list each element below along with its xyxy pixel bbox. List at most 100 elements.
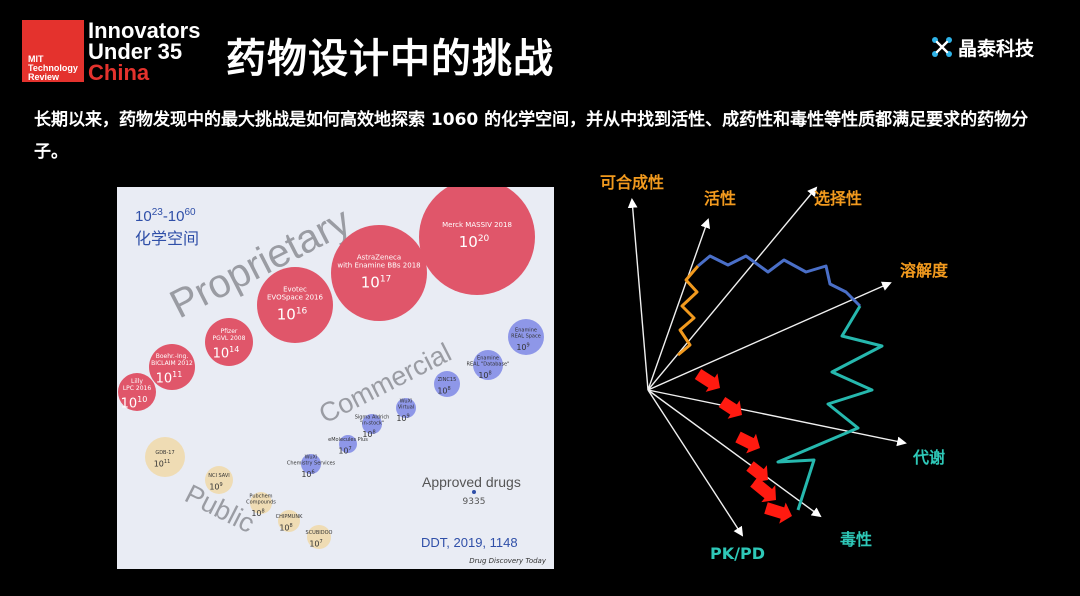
- bubble-value: 107: [338, 446, 351, 455]
- approved-drugs-dot: [472, 490, 476, 494]
- page-title: 药物设计中的挑战: [226, 36, 554, 82]
- bubble-label: Boehr.-Ing.: [156, 353, 189, 360]
- bubble-proprietary: Merck MASSIV 2018 1020: [419, 187, 535, 295]
- bubble-label: SCUBIDOO: [306, 530, 333, 536]
- bubble-public: SCUBIDOO 107: [306, 525, 333, 549]
- bubble-label: with Enamine BBs 2018: [337, 262, 420, 270]
- bubble-circle: [205, 318, 253, 366]
- brand-name: 晶泰科技: [958, 38, 1035, 60]
- svg-text:1023-1060: 1023-1060: [135, 207, 196, 225]
- logo-mit-line: MIT: [28, 54, 44, 64]
- radar-axis-label: 溶解度: [900, 261, 949, 280]
- logo-mit-line: Technology: [28, 63, 78, 73]
- bubble-label: Merck MASSIV 2018: [442, 221, 512, 229]
- bubble-value: 108: [279, 523, 292, 532]
- bubble-value: 109: [209, 482, 222, 491]
- radar-axis-label: 活性: [704, 189, 736, 208]
- property-optimization-diagram: 可合成性活性选择性溶解度代谢毒性PK/PD: [600, 173, 949, 563]
- bubble-value: 108: [437, 386, 450, 395]
- bubble-circle: [339, 435, 357, 453]
- logo-line: Under 35: [88, 39, 183, 64]
- logo-mit-line: Review: [28, 72, 60, 82]
- bubble-label: WuXi: [400, 399, 413, 405]
- bubble-value: 1011: [156, 370, 183, 386]
- bubble-circle: [508, 319, 544, 355]
- approved-drugs-label: Approved drugs: [422, 474, 521, 490]
- bubble-label: Lilly: [131, 378, 143, 385]
- citation: DDT, 2019, 1148: [421, 535, 518, 550]
- bubble-label: Chemistry Services: [287, 461, 336, 467]
- innovators-logo-text: Innovators Under 35 China: [88, 18, 201, 85]
- range-base: 10: [135, 208, 152, 225]
- bubble-circle: [145, 437, 185, 477]
- radar-axis-arrow: [647, 186, 818, 391]
- xtalpi-logo-icon: [932, 37, 952, 57]
- red-step-arrow: [735, 431, 760, 454]
- bubble-value: 106: [301, 470, 314, 479]
- bubble-label: GDB-17: [155, 450, 174, 456]
- radar-axis-label: 毒性: [840, 530, 872, 549]
- red-step-arrow: [694, 368, 720, 392]
- bubble-label: Pubchem: [249, 494, 272, 500]
- bubble-circle: [396, 398, 416, 418]
- bubble-value: 109: [396, 414, 409, 423]
- bubble-label: eMolecules Plus: [328, 437, 368, 443]
- bubble-label: ZINC15: [438, 377, 457, 383]
- bubble-value: 108: [478, 371, 491, 380]
- bubble-label: BICLAIM 2012: [151, 360, 193, 367]
- red-step-arrow: [764, 502, 792, 524]
- radar-axis-arrow: [647, 389, 822, 518]
- bubble-value: 1014: [213, 345, 240, 361]
- bubble-label: Virtual: [398, 405, 414, 411]
- range-label: 化学空间: [135, 229, 199, 248]
- bubble-label: REAL "Database": [467, 362, 510, 368]
- bubble-circle: [278, 510, 300, 532]
- logo-china: China: [88, 60, 150, 85]
- bubble-circle: [331, 225, 427, 321]
- bubble-public: CHIPMUNK 108: [276, 510, 303, 532]
- bubble-proprietary: Boehr.-Ing.BICLAIM 2012 1011: [149, 344, 195, 390]
- bubble-value: 1020: [459, 233, 490, 251]
- bubble-value: 109: [516, 343, 529, 352]
- range-exp: 23: [152, 207, 164, 218]
- chemical-space-figure: 1023-1060 化学空间 Proprietary Commercial Pu…: [117, 187, 554, 569]
- bubble-label: Sigma Aldrich: [355, 415, 390, 421]
- bubble-circle: [301, 454, 321, 474]
- bubble-public: NCI SAVI 109: [205, 466, 233, 494]
- logo-line: Innovators: [88, 18, 201, 43]
- radar-axis-arrow: [647, 389, 907, 447]
- bubble-circle: [419, 187, 535, 295]
- radar-axis-arrow: [627, 198, 649, 391]
- range-exp: 60: [185, 207, 197, 218]
- bubble-circle: [257, 267, 333, 343]
- radar-axis-label: 可合成性: [600, 173, 664, 192]
- approved-drugs-value: 9335: [463, 497, 486, 507]
- bubble-label: Pfizer: [221, 328, 238, 335]
- bubble-value: 107: [309, 539, 322, 548]
- orange-optimization-path: [677, 265, 700, 357]
- bubble-circle: [362, 414, 382, 434]
- bubble-label: AstraZeneca: [357, 254, 401, 262]
- bubble-commercial: eMolecules Plus 107: [328, 435, 368, 455]
- bubble-label: Evotec: [283, 286, 307, 294]
- bubble-label: LPC 2016: [123, 385, 152, 392]
- bubble-label: CHIPMUNK: [276, 514, 303, 520]
- bubble-label: Enamine: [477, 356, 499, 362]
- bubble-circle: [205, 466, 233, 494]
- mit-technology-review-logo: MIT Technology Review: [22, 20, 84, 82]
- bubble-commercial: Sigma Aldrich"in-stock"108: [355, 414, 390, 439]
- red-step-arrow: [746, 461, 768, 483]
- bubble-circle: [250, 492, 272, 514]
- bubble-label: NCI SAVI: [208, 473, 230, 479]
- bubble-value: 1010: [121, 395, 148, 411]
